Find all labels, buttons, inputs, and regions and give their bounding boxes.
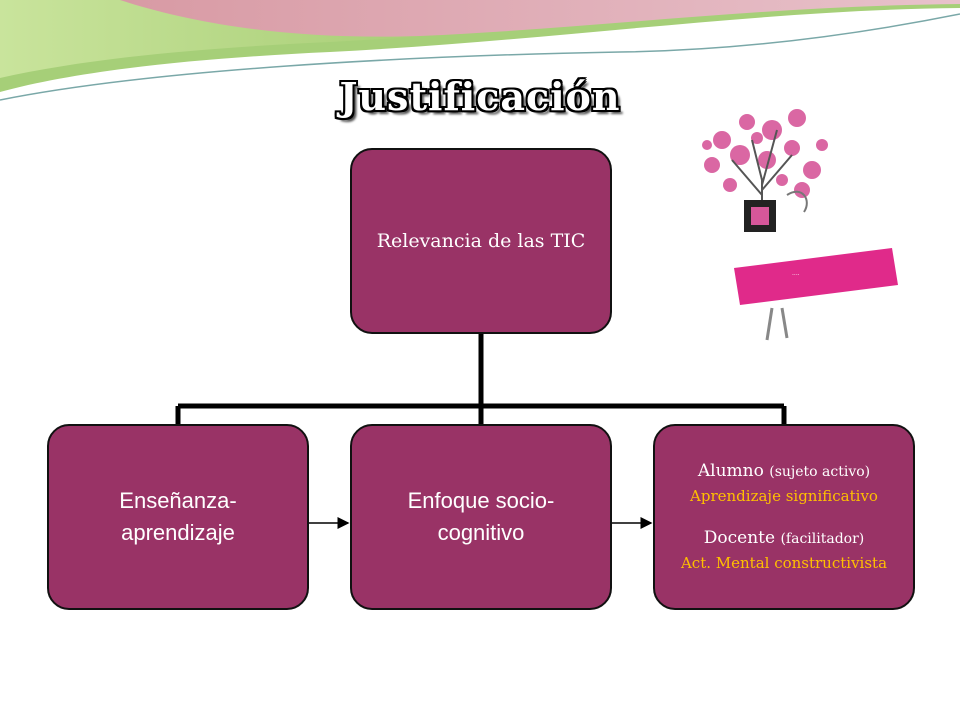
docente-role: (facilitador) [780, 531, 865, 547]
alumno-line: Alumno (sujeto activo) [698, 459, 870, 484]
node-ensenanza-aprendizaje: Enseñanza- aprendizaje [47, 424, 309, 610]
header-wave-decoration [0, 0, 960, 101]
node-label: Enseñanza- aprendizaje [119, 488, 237, 545]
root-node-label: Relevancia de las TIC [376, 230, 586, 252]
docente-detail: Act. Mental constructivista [680, 554, 888, 572]
docente-label: Docente [703, 528, 776, 548]
docente-line: Docente (facilitador) [704, 526, 864, 551]
root-node-relevancia: Relevancia de las TIC [350, 148, 612, 334]
tree-computer-illustration: .... [702, 109, 898, 341]
node-label: Enfoque socio- cognitivo [407, 488, 555, 545]
alumno-label: Alumno [697, 461, 764, 481]
node-alumno-docente: Alumno (sujeto activo) Aprendizaje signi… [653, 424, 915, 610]
alumno-role: (sujeto activo) [769, 464, 871, 480]
node-enfoque-socio-cognitivo: Enfoque socio- cognitivo [350, 424, 612, 610]
svg-text:....: .... [792, 270, 800, 277]
alumno-detail: Aprendizaje significativo [690, 487, 878, 505]
page-title: Justificación [339, 74, 621, 119]
tree-connector-line [175, 334, 787, 424]
